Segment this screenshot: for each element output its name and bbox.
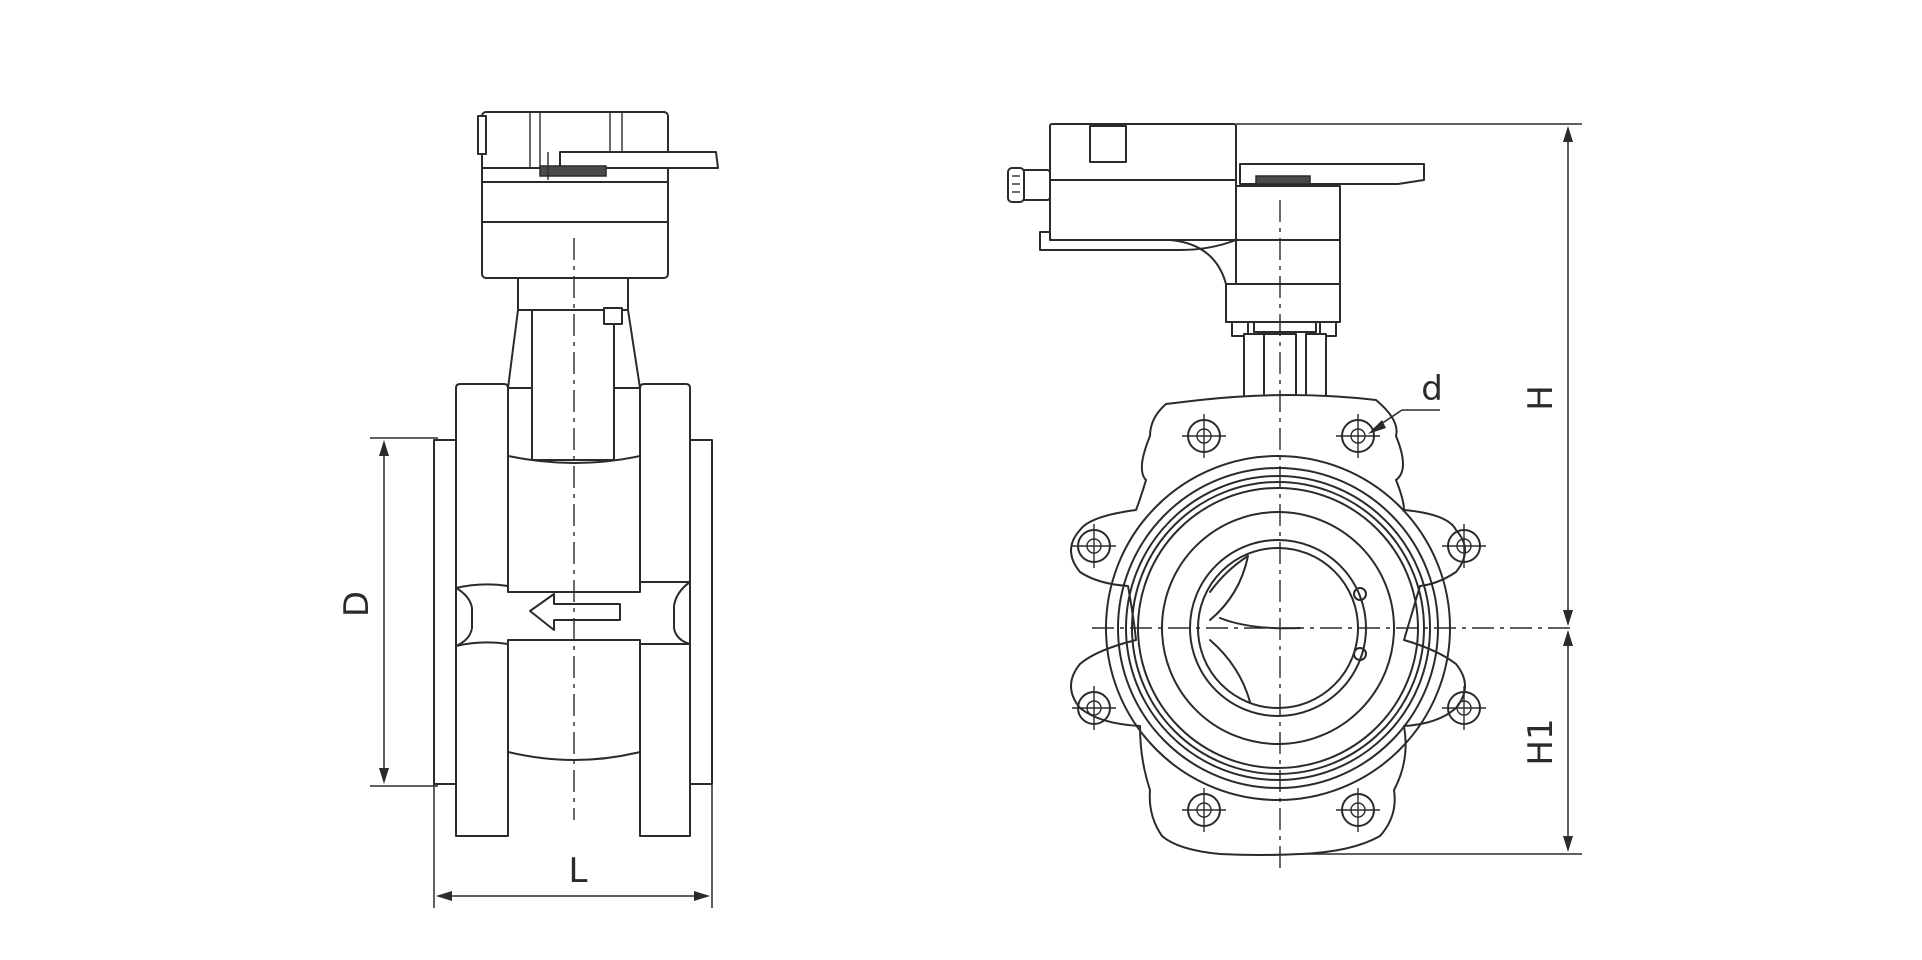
bolt-hole-icon: [1182, 788, 1226, 832]
bolt-hole-icon: [1336, 788, 1380, 832]
front-lug-body: [1070, 394, 1466, 856]
side-left-pipe-end: [433, 439, 457, 785]
bolt-hole-icon: [1072, 686, 1116, 730]
side-neck: [507, 277, 641, 461]
dimension-d-outer: [370, 437, 438, 787]
dimension-label-h1: H1: [1521, 718, 1561, 765]
bolt-hole-leader: [1368, 409, 1440, 434]
bolt-hole-icon: [1442, 524, 1486, 568]
side-actuator: [477, 111, 719, 279]
bolt-hole-icon: [1072, 524, 1116, 568]
front-bolt-holes: [1072, 414, 1486, 832]
dimension-h: [1236, 123, 1582, 626]
bolt-hole-icon: [1336, 414, 1380, 458]
flow-direction-arrow-icon: [529, 593, 621, 631]
side-disc: [455, 581, 691, 647]
front-actuator: [1007, 123, 1425, 337]
side-right-pipe-end: [689, 439, 713, 785]
side-view: D L: [337, 111, 719, 908]
bolt-hole-icon: [1182, 414, 1226, 458]
dimension-label-d-bolt: d: [1421, 369, 1443, 409]
side-left-flange: [455, 383, 509, 837]
dimension-h1: [1300, 630, 1582, 855]
bolt-hole-icon: [1442, 686, 1486, 730]
side-right-flange: [639, 383, 691, 837]
dimension-label-l: L: [569, 851, 588, 891]
front-stem: [1243, 333, 1327, 405]
dimension-label-h: H: [1521, 385, 1561, 411]
dimension-l: [433, 784, 713, 908]
front-view: d H H1: [1007, 123, 1582, 868]
dimension-label-d: D: [337, 591, 377, 617]
